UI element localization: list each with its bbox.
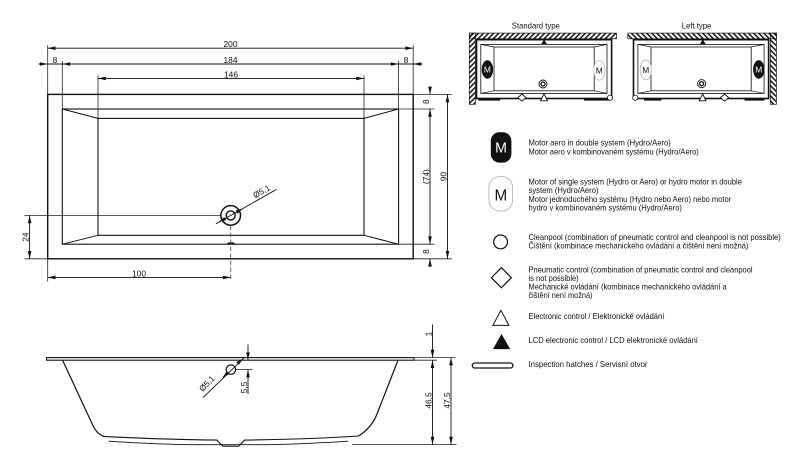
svg-text:system (Hydro/Aero): system (Hydro/Aero) xyxy=(529,186,599,195)
svg-text:M: M xyxy=(495,188,508,205)
svg-text:47,5: 47,5 xyxy=(442,392,452,409)
svg-text:hydro v kombinovaném systému (: hydro v kombinovaném systému (Hydro/Aero… xyxy=(529,203,683,212)
svg-text:Cleanpool (combination of pneu: Cleanpool (combination of pneumatic cont… xyxy=(529,233,782,242)
svg-text:Motor of single system (Hydro: Motor of single system (Hydro or Aero) o… xyxy=(529,178,743,187)
svg-text:184: 184 xyxy=(224,55,238,65)
svg-text:8: 8 xyxy=(421,249,431,254)
svg-text:Left type: Left type xyxy=(682,21,712,31)
svg-text:8: 8 xyxy=(53,55,58,65)
svg-text:90: 90 xyxy=(438,172,448,182)
svg-text:M: M xyxy=(495,140,507,157)
svg-text:M: M xyxy=(755,65,762,75)
svg-text:Motor aero v kombinovaném syst: Motor aero v kombinovaném systému (Hydro… xyxy=(529,147,700,156)
svg-text:is not possible): is not possible) xyxy=(529,274,579,283)
svg-text:Inspection hatches / Servisní: Inspection hatches / Servisní otvor xyxy=(529,360,648,369)
svg-text:M: M xyxy=(484,65,491,75)
svg-text:Standard type: Standard type xyxy=(512,21,560,31)
svg-text:200: 200 xyxy=(224,39,238,49)
svg-text:Motor jednoduchého systému (Hy: Motor jednoduchého systému (Hydro nebo A… xyxy=(529,195,732,204)
svg-text:5,5: 5,5 xyxy=(239,381,249,393)
svg-text:(74): (74) xyxy=(421,169,431,184)
svg-text:M: M xyxy=(642,65,649,75)
svg-text:M: M xyxy=(596,65,603,75)
svg-text:24: 24 xyxy=(21,232,31,242)
svg-text:8: 8 xyxy=(404,55,409,65)
svg-text:Pneumatic control (combination: Pneumatic control (combination of pneuma… xyxy=(529,265,753,274)
svg-text:Motor aero in double system (H: Motor aero in double system (Hydro/Aero) xyxy=(529,139,672,148)
svg-text:Mechanické ovládání (kombinace: Mechanické ovládání (kombinace mechanick… xyxy=(529,283,728,292)
svg-text:Electronic control / Elektroni: Electronic control / Elektronické ovládá… xyxy=(529,312,665,321)
svg-text:100: 100 xyxy=(132,268,146,278)
svg-text:146: 146 xyxy=(224,69,238,79)
svg-text:Čištění (kombinace mechanickéh: Čištění (kombinace mechanického ovládání… xyxy=(529,241,749,251)
svg-text:čištění není možná): čištění není možná) xyxy=(529,291,593,300)
svg-text:1: 1 xyxy=(423,331,433,336)
svg-text:46,5: 46,5 xyxy=(423,392,433,409)
svg-text:LCD electronic control / LCD e: LCD electronic control / LCD elektronick… xyxy=(529,336,699,345)
svg-text:8: 8 xyxy=(421,99,431,104)
